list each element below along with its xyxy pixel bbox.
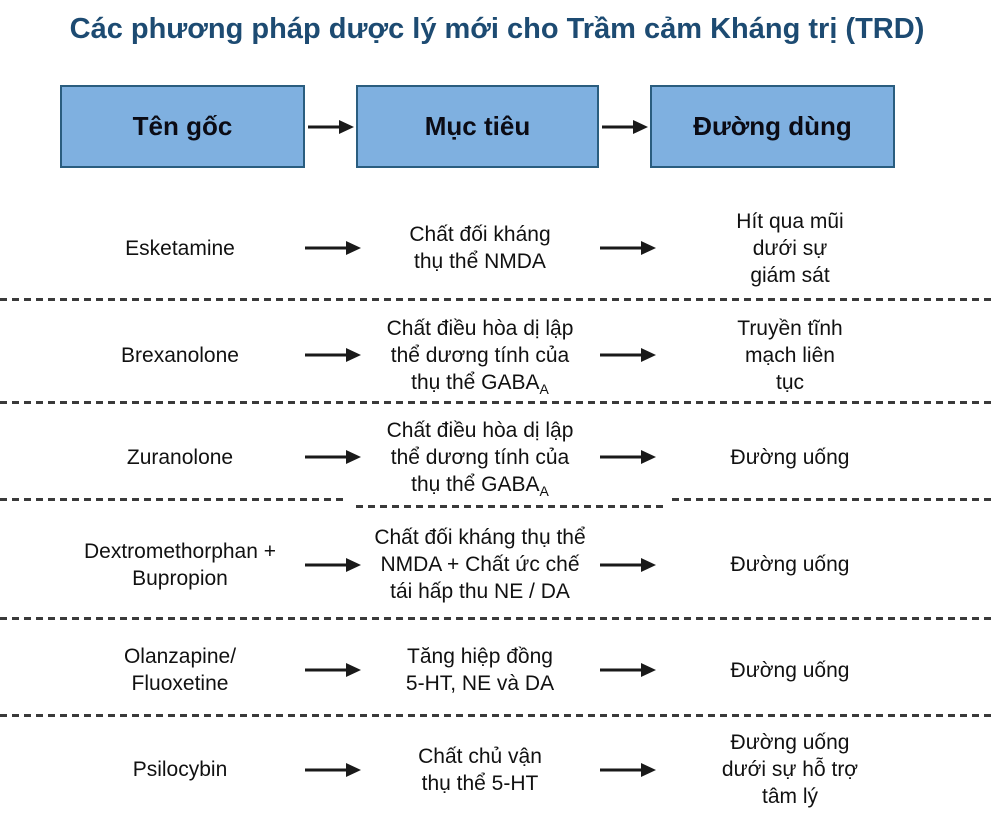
right-arrow-icon: [304, 762, 361, 778]
drug-name: Brexanolone: [121, 343, 239, 367]
right-arrow-icon: [599, 240, 656, 256]
row-separator: [0, 298, 994, 301]
drug-target: Chất đối kháng thụ thể NMDA: [409, 223, 551, 273]
therapy-row-esketamine: Esketamine Chất đối kháng thụ thể NMDA H…: [0, 168, 994, 298]
row-separator: [0, 617, 994, 620]
right-arrow-icon: [304, 557, 361, 573]
row-separator: [0, 401, 994, 404]
drug-name: Psilocybin: [132, 758, 228, 781]
drug-route: Đường uống dưới sự hỗ trợ tâm lý: [721, 731, 859, 808]
row-separator: [0, 714, 994, 717]
right-arrow-icon: [599, 762, 656, 778]
header-box-target: Mục tiêu: [356, 85, 599, 168]
right-arrow-icon: [599, 449, 656, 465]
right-arrow-icon: [599, 347, 656, 363]
drug-target: Chất điều hòa dị lập thể dương tính của …: [386, 418, 574, 499]
drug-route: Đường uống: [730, 658, 850, 682]
right-arrow-icon: [304, 240, 361, 256]
dashed-segment: [0, 498, 348, 501]
header-row: Tên gốc Mục tiêu Đường dùng: [60, 85, 994, 168]
right-arrow-icon: [304, 662, 361, 678]
drug-route: Đường uống: [730, 553, 850, 576]
dashed-segment: [672, 498, 994, 501]
drug-route: Hít qua mũi dưới sự giám sát: [736, 209, 844, 287]
therapy-row-psilocybin: Psilocybin Chất chủ vận thụ thể 5-HT Đườ…: [0, 717, 994, 822]
right-arrow-icon: [599, 662, 656, 678]
drug-name: Zuranolone: [126, 445, 234, 469]
drug-target: Chất điều hòa dị lập thể dương tính của …: [386, 316, 574, 397]
page-title: Các phương pháp dược lý mới cho Trầm cảm…: [69, 13, 925, 45]
drug-name: Esketamine: [125, 236, 235, 260]
drug-target: Tăng hiệp đồng 5-HT, NE và DA: [405, 645, 555, 695]
right-arrow-icon: [599, 119, 650, 135]
drug-route: Đường uống: [730, 445, 850, 469]
header-box-route: Đường dùng: [650, 85, 895, 168]
therapy-row-zuranolone: Zuranolone Chất điều hòa dị lập thể dươn…: [0, 404, 994, 498]
right-arrow-icon: [304, 347, 361, 363]
drug-target: Chất chủ vận thụ thể 5-HT: [418, 744, 542, 795]
right-arrow-icon: [304, 449, 361, 465]
therapy-row-brexanolone: Brexanolone Chất điều hòa dị lập thể dươ…: [0, 301, 994, 401]
right-arrow-icon: [599, 557, 656, 573]
drug-target: Chất đối kháng thụ thể NMDA + Chất ức ch…: [374, 526, 586, 603]
right-arrow-icon: [305, 119, 356, 135]
row-separator-broken: [0, 498, 994, 508]
drug-route: Truyền tĩnh mạch liên tục: [737, 316, 843, 394]
drug-name: Olanzapine/ Fluoxetine: [123, 645, 237, 695]
drug-name: Dextromethorphan + Bupropion: [83, 539, 277, 590]
therapy-row-dextromethorphan-bupropion: Dextromethorphan + Bupropion Chất đối kh…: [0, 508, 994, 617]
therapy-rows: Esketamine Chất đối kháng thụ thể NMDA H…: [0, 168, 994, 822]
therapy-row-olanzapine-fluoxetine: Olanzapine/ Fluoxetine Tăng hiệp đồng 5-…: [0, 620, 994, 714]
header-box-generic-name: Tên gốc: [60, 85, 305, 168]
dashed-segment: [356, 505, 664, 508]
